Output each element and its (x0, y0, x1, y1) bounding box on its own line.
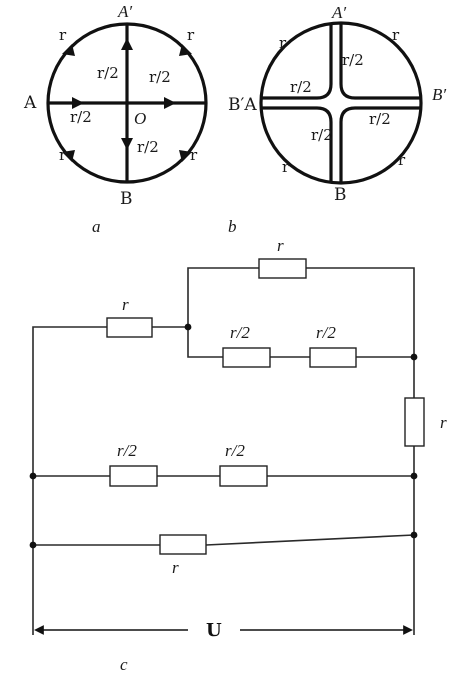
label-mid-upper-2: r/2 (316, 323, 336, 342)
diagram-a-arrow-bottom (121, 138, 133, 150)
diagram-a-ring-arrow-bl (62, 150, 75, 162)
diagram-a-ring-arrow-br (179, 150, 192, 162)
diagram-c: r r r/2 r/2 r r/2 r/2 r U c (29, 236, 447, 674)
diagram-b-wire-bottom-right (339, 106, 421, 183)
diagram-a-half-label: r/2 (137, 138, 159, 156)
wire-mid-upper-left (187, 327, 223, 358)
diagram-b-wire-bottom-left (261, 106, 333, 183)
junction-node (29, 541, 37, 549)
diagram-b-wire-top-right (339, 23, 421, 100)
diagram-b-label-bottom: B (334, 185, 347, 205)
diagram-b-half-label: r/2 (290, 78, 312, 96)
diagram-a-arrow-right (164, 97, 176, 109)
diagram-b-half-label: r/2 (342, 51, 364, 69)
voltage-label: U (206, 620, 222, 641)
wire-top-right (306, 267, 415, 357)
label-top: r (277, 236, 284, 255)
diagram-c-caption: c (120, 655, 128, 674)
diagram-a-arc-label: r (187, 26, 195, 44)
resistor-bottom (159, 534, 207, 555)
junction-node (410, 472, 418, 480)
diagram-a-caption: a (92, 217, 101, 236)
diagram-b-arc-label: r (398, 151, 406, 169)
diagram-a-arc-label: r (59, 26, 67, 44)
junction-node (184, 323, 192, 331)
label-right-vertical: r (440, 413, 447, 432)
diagram-b-half-label: r/2 (369, 110, 391, 128)
label-mid-upper-1: r/2 (230, 323, 250, 342)
diagram-b-arc-label: r (282, 158, 290, 176)
resistor-right-vertical (404, 397, 425, 447)
resistor-middle-2 (219, 465, 268, 487)
wire-bottom-right (205, 534, 415, 546)
diagram-a-ring-arrow-tr (179, 44, 192, 56)
diagram-a-label-left: A (23, 93, 37, 113)
diagram-a-half-label: r/2 (70, 108, 92, 126)
diagram-b-label-right: B′ (432, 85, 446, 104)
diagram-b-caption: b (228, 217, 237, 236)
label-left-series: r (122, 295, 129, 314)
junction-node (410, 353, 418, 361)
resistor-left-series (106, 317, 153, 338)
diagram-a-ring-arrow-tl (62, 44, 75, 56)
resistor-middle-1 (109, 465, 158, 487)
label-middle-1: r/2 (117, 441, 137, 460)
diagram-b-wire-top-left (261, 23, 333, 100)
diagram-a-arrow-top (121, 38, 133, 50)
diagram-a-label-bottom: B (120, 189, 133, 209)
diagram-a-label-center: O (134, 109, 146, 128)
resistor-top (258, 258, 307, 279)
diagram-a-arrow-left (72, 97, 84, 109)
resistor-mid-upper-2 (309, 347, 357, 368)
diagram-a-label-top: A′ (117, 2, 132, 21)
diagram-a-arc-label: r (59, 146, 67, 164)
wire-left-rail (32, 326, 107, 635)
diagram-a-half-label: r/2 (149, 68, 171, 86)
diagram-a-half-label: r/2 (97, 64, 119, 82)
junction-node (29, 472, 37, 480)
diagram-b-label-left: B′A (228, 95, 257, 115)
diagram-b-arc-label: r (279, 34, 287, 52)
wire-top-left (187, 267, 259, 327)
label-middle-2: r/2 (225, 441, 245, 460)
diagram-b-half-label: r/2 (311, 126, 333, 144)
diagram-a-arc-label: r (190, 146, 198, 164)
label-bottom: r (172, 558, 179, 577)
diagram-b-arc-label: r (392, 26, 400, 44)
diagram-a: A′ A B O r r r r r/2 r/2 r/2 r/2 a (23, 2, 208, 236)
junction-node (410, 531, 418, 539)
resistor-mid-upper-1 (222, 347, 271, 368)
diagram-b-label-top: A′ (331, 3, 346, 22)
diagram-b: A′ B′A B′ B r r r r r/2 r/2 r/2 r/2 b (228, 3, 446, 236)
